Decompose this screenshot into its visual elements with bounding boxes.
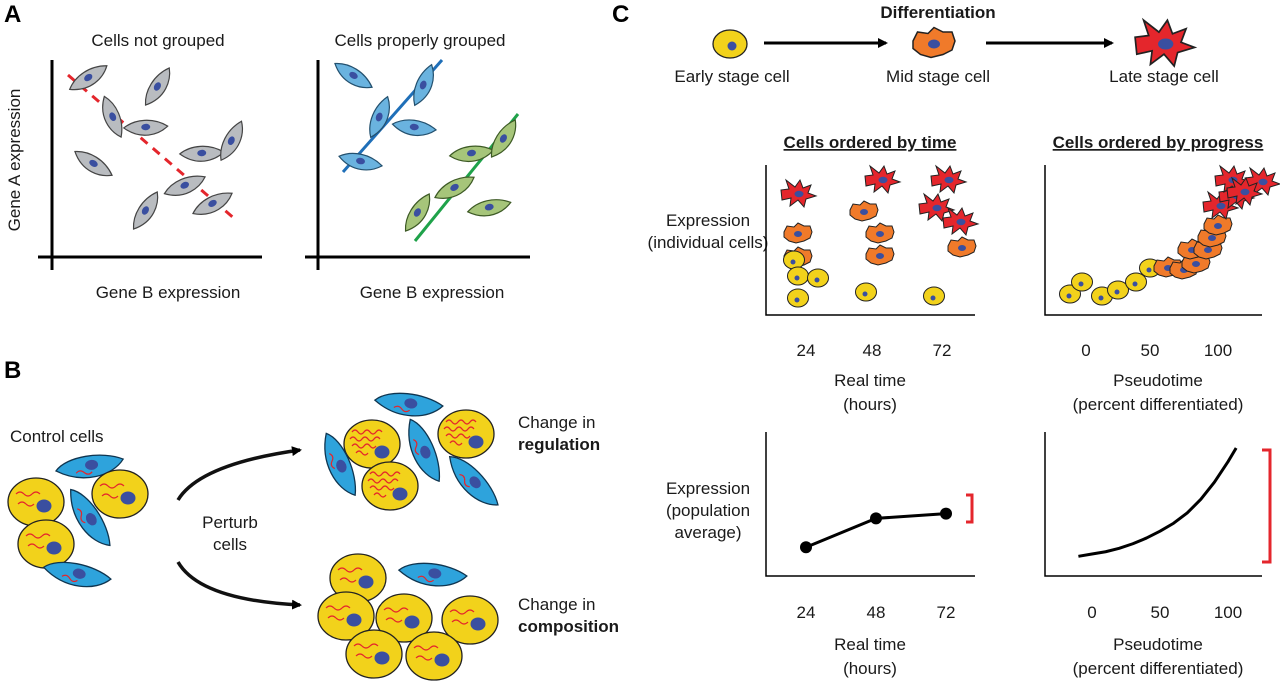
expression-individual-line1: Expression [666, 211, 750, 230]
panel-a-right-title: Cells properly grouped [334, 31, 505, 50]
composition-arrow [176, 561, 302, 610]
time-tick-label: 24 [797, 341, 816, 360]
blue-cells [329, 57, 440, 174]
late-stage-cell-icon [1134, 19, 1196, 67]
early-stage-label: Early stage cell [674, 67, 789, 86]
pseudotime-series-curve [1078, 447, 1238, 558]
early-stage-cell-icon [712, 29, 748, 59]
differentiation-title: Differentiation [880, 3, 995, 22]
time-scatter-ticks: 24 48 72 [797, 341, 952, 360]
composition-label-line2: composition [518, 617, 619, 636]
real-time-label-bottom-line1: Real time [834, 635, 906, 654]
late-stage-label: Late stage cell [1109, 67, 1219, 86]
time-change-bracket [966, 493, 974, 524]
regulation-label-line1: Change in [518, 413, 596, 432]
pseudo-scatter-axes [1044, 165, 1262, 316]
panel-a-y-label: Gene A expression [5, 89, 24, 232]
pseudo-tick-label: 0 [1081, 341, 1090, 360]
pseudo-scatter-ticks: 0 50 100 [1081, 341, 1232, 360]
perturb-label-line1: Perturb [202, 513, 258, 532]
control-cells-label: Control cells [10, 427, 104, 446]
pseudo-line-chart-axes [1044, 432, 1262, 577]
panel-a-x-label-left: Gene B expression [96, 283, 241, 302]
time-ordered-title: Cells ordered by time [784, 133, 957, 152]
composition-cell-group [317, 553, 499, 681]
panel-b-letter: B [4, 357, 21, 384]
panel-c-letter: C [612, 1, 629, 28]
real-time-label-bottom-line2: (hours) [843, 659, 897, 678]
pseudotime-label-top-line1: Pseudotime [1113, 371, 1203, 390]
time-tick-label: 48 [863, 341, 882, 360]
gray-cells [65, 58, 249, 235]
regulation-cell-group [316, 387, 504, 516]
pseudo-line-ticks: 0 50 100 [1087, 603, 1242, 622]
time-scatter-axes [765, 165, 975, 316]
time-series-point [870, 512, 882, 525]
time-series-point [940, 507, 952, 520]
pseudotime-label-bottom-line1: Pseudotime [1113, 635, 1203, 654]
pseudotime-label-top-line2: (percent differentiated) [1073, 395, 1244, 414]
expression-average-line2: (population [666, 501, 750, 520]
panel-a-left-title: Cells not grouped [91, 31, 224, 50]
panel-a-letter: A [4, 1, 21, 28]
mid-stage-label: Mid stage cell [886, 67, 990, 86]
expression-average-line1: Expression [666, 479, 750, 498]
pseudo-tick-label: 0 [1087, 603, 1096, 622]
pseudo-change-bracket [1262, 448, 1272, 564]
progress-ordered-title: Cells ordered by progress [1053, 133, 1264, 152]
time-tick-label: 24 [797, 603, 816, 622]
pseudo-tick-label: 50 [1151, 603, 1170, 622]
time-tick-label: 72 [937, 603, 956, 622]
pseudo-tick-label: 100 [1204, 341, 1232, 360]
time-line-ticks: 24 48 72 [797, 603, 956, 622]
expression-average-line3: average) [674, 523, 741, 542]
real-time-label-top-line1: Real time [834, 371, 906, 390]
time-scatter-cells [780, 165, 979, 308]
time-series-point [800, 541, 812, 554]
control-cell-group [7, 452, 149, 595]
pseudo-tick-label: 100 [1214, 603, 1242, 622]
pseudotime-label-bottom-line2: (percent differentiated) [1073, 659, 1244, 678]
regulation-label-line2: regulation [518, 435, 600, 454]
pseudo-tick-label: 50 [1141, 341, 1160, 360]
regulation-arrow [176, 446, 302, 501]
time-line-chart-axes [765, 432, 975, 577]
panel-a-left-axes [38, 60, 262, 270]
pseudo-scatter-cells [1059, 165, 1280, 306]
mid-stage-cell-icon [912, 26, 956, 59]
perturb-label-line2: cells [213, 535, 247, 554]
red-dashed-trend-line [67, 73, 237, 222]
panel-a-right-axes [305, 60, 530, 270]
panel-a-x-label-right: Gene B expression [360, 283, 505, 302]
time-line-chart [800, 507, 952, 554]
time-tick-label: 72 [933, 341, 952, 360]
expression-individual-line2: (individual cells) [648, 233, 769, 252]
time-tick-label: 48 [867, 603, 886, 622]
pseudo-line-chart [1078, 447, 1238, 558]
real-time-label-top-line2: (hours) [843, 395, 897, 414]
composition-label-line1: Change in [518, 595, 596, 614]
